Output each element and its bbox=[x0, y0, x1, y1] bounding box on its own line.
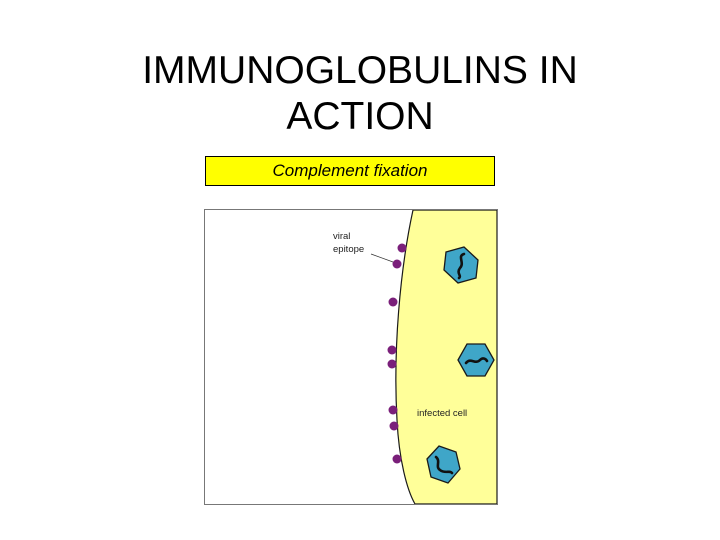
infected-cell bbox=[395, 210, 497, 504]
viral-epitopes bbox=[387, 243, 407, 464]
viral-epitope bbox=[387, 345, 397, 355]
epitope-pointer-line bbox=[370, 253, 394, 263]
label-viral: viral bbox=[333, 231, 350, 242]
complement-fixation-figure: viral epitope infected cell bbox=[204, 209, 498, 505]
viral-epitope bbox=[389, 421, 399, 431]
viral-epitope bbox=[388, 297, 398, 307]
viral-epitope bbox=[397, 243, 407, 253]
slide-title: IMMUNOGLOBULINS IN ACTION bbox=[60, 48, 660, 140]
label-epitope: epitope bbox=[333, 244, 364, 255]
virus-particle bbox=[426, 445, 461, 484]
virus-particle bbox=[457, 343, 495, 377]
viral-epitope bbox=[388, 405, 398, 415]
caption-box: Complement fixation bbox=[205, 156, 495, 186]
label-infected-cell: infected cell bbox=[417, 408, 467, 419]
caption-text: Complement fixation bbox=[272, 161, 428, 180]
title-line-2: ACTION bbox=[286, 95, 434, 138]
figure-svg: viral epitope infected cell bbox=[333, 210, 497, 504]
virus-particle bbox=[443, 246, 479, 284]
title-line-1: IMMUNOGLOBULINS IN bbox=[142, 49, 578, 92]
viral-epitope bbox=[392, 259, 402, 269]
viral-epitope bbox=[392, 454, 402, 464]
viral-epitope bbox=[387, 359, 397, 369]
